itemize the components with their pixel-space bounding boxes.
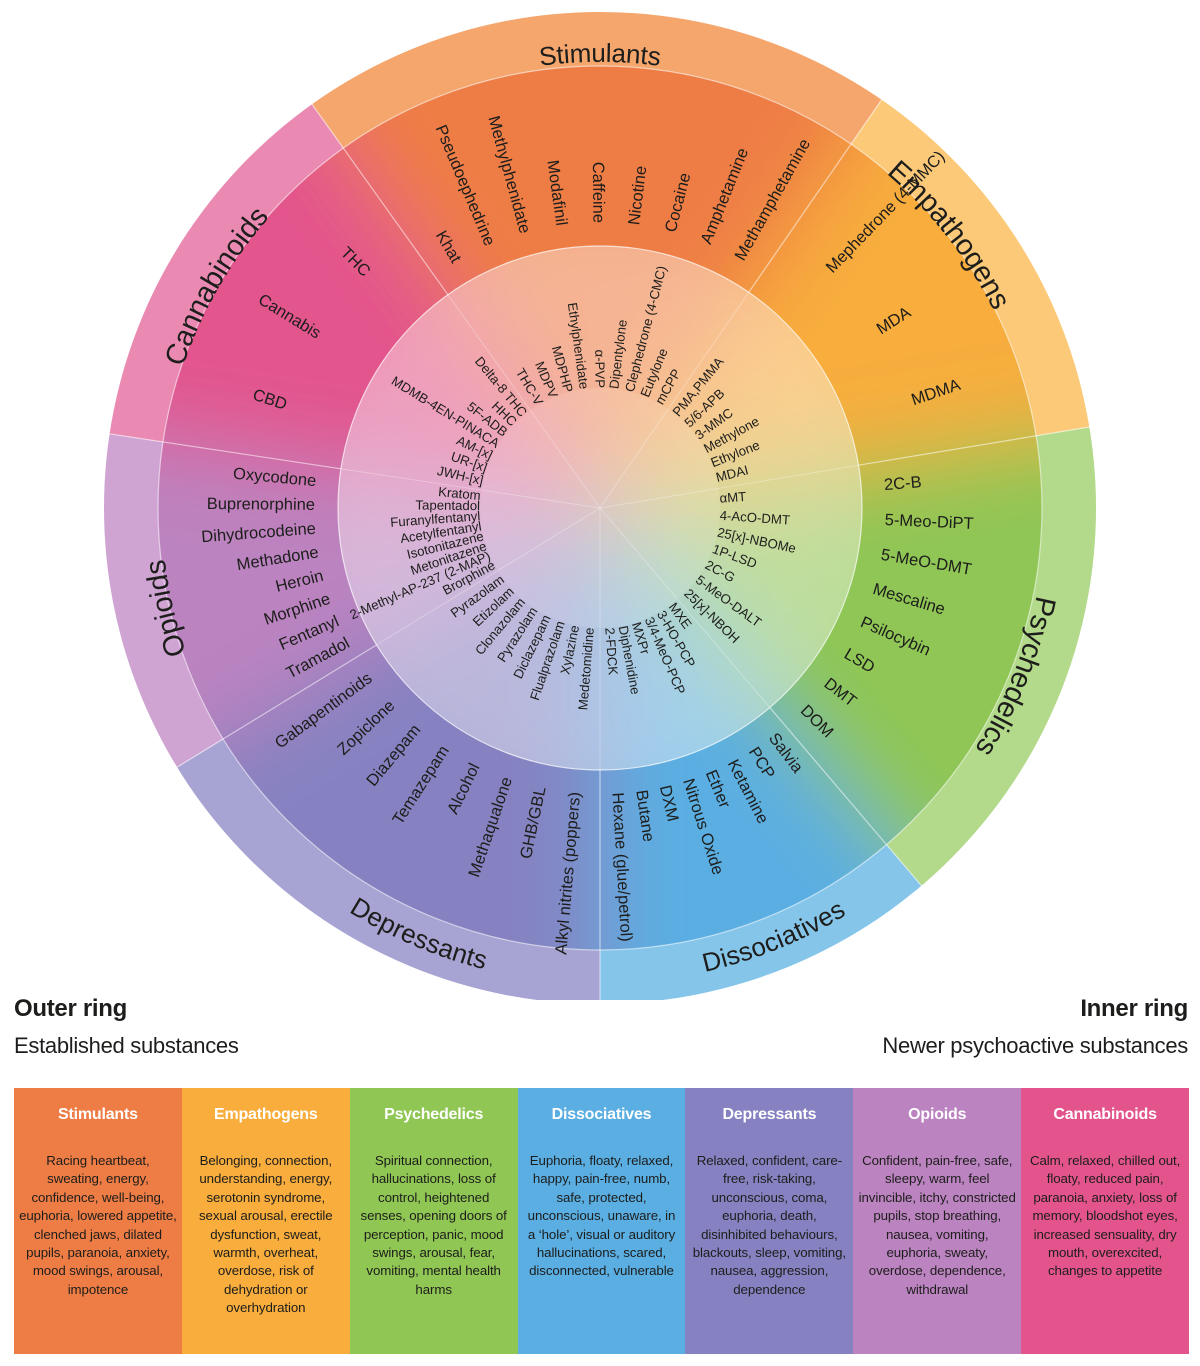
segment-divider <box>176 644 377 768</box>
established-substance: 5-Meo-DiPT <box>884 511 974 533</box>
segment-divider <box>311 103 449 296</box>
card-description: Racing heartbeat, sweating, energy, conf… <box>19 1153 177 1297</box>
card-description: Relaxed, confident, care-free, risk-taki… <box>692 1153 846 1297</box>
segment-dividers <box>109 65 1090 1000</box>
effects-legend: Stimulants Racing heartbeat, sweating, e… <box>14 1088 1190 1354</box>
card-description: Confident, pain-free, safe, sleepy, warm… <box>858 1153 1016 1297</box>
inner-divider <box>376 507 601 646</box>
segment-divider <box>858 426 1090 466</box>
inner-ring-legend: Inner ring Newer psychoactive substances <box>882 995 1188 1059</box>
inner-ring-title: Inner ring <box>1080 995 1188 1022</box>
newer-substance: Kratom <box>438 484 482 503</box>
inner-segment-dissociatives <box>600 508 829 770</box>
card-title: Stimulants <box>58 1106 138 1123</box>
inner-divider <box>447 294 601 509</box>
newer-substance: α-PVP <box>592 350 607 389</box>
category-label-stimulants: Stimulants <box>537 38 662 72</box>
outer-ring-subtitle: Established substances <box>14 1033 239 1058</box>
established-substance: Caffeine <box>589 162 607 223</box>
newer-substance: 4-AcO-DMT <box>719 508 790 528</box>
card-description: Belonging, connection, understanding, en… <box>198 1153 333 1316</box>
card-title: Psychedelics <box>384 1106 484 1123</box>
inner-divider <box>599 292 750 509</box>
effects-card-depressants: Depressants Relaxed, confident, care-fre… <box>685 1088 854 1354</box>
newer-substance: Tapentadol <box>415 497 480 513</box>
effects-card-stimulants: Stimulants Racing heartbeat, sweating, e… <box>14 1088 182 1354</box>
outer-ring-title: Outer ring <box>14 995 128 1022</box>
card-description: Spiritual connection, hallucinations, lo… <box>360 1153 507 1297</box>
inner-segment-psychedelics <box>600 450 862 770</box>
segment-divider <box>109 433 342 470</box>
effects-card-opioids: Opioids Confident, pain-free, safe, slee… <box>853 1088 1022 1354</box>
inner-divider <box>599 507 771 708</box>
newer-substance: Furanylfentanyl <box>390 508 481 530</box>
card-title: Depressants <box>722 1106 817 1123</box>
outer-ring-legend: Outer ring Established substances <box>14 995 239 1059</box>
effects-card-dissociatives: Dissociatives Euphoria, floaty, relaxed,… <box>517 1088 686 1354</box>
effects-card-empathogens: Empathogens Belonging, connection, under… <box>181 1088 350 1354</box>
newer-substance: Medetomidine <box>575 627 597 711</box>
inner-divider <box>599 464 859 509</box>
inner-ring-subtitle: Newer psychoactive substances <box>882 1033 1188 1058</box>
card-description: Calm, relaxed, chilled out, floaty, redu… <box>1029 1153 1181 1279</box>
card-description: Euphoria, floaty, relaxed, happy, pain-f… <box>527 1153 676 1279</box>
card-title: Dissociatives <box>551 1106 652 1123</box>
inner-segment-opioids <box>338 455 600 692</box>
inner-ring-center <box>480 388 720 628</box>
category-label-stimulants-text: Stimulants <box>537 38 662 72</box>
substance-wheel: StimulantsKhatPseudoephedrineMethylpheni… <box>104 12 1096 1000</box>
effects-card-cannabinoids: Cannabinoids Calm, relaxed, chilled out,… <box>1021 1088 1190 1354</box>
segment-divider <box>748 99 883 293</box>
established-substance: Buprenorphine <box>207 495 315 514</box>
segment-divider <box>769 707 922 887</box>
card-title: Cannabinoids <box>1053 1106 1157 1123</box>
card-title: Empathogens <box>213 1106 318 1123</box>
inner-segment-stimulants <box>395 246 800 508</box>
newer-substance: 2-FDCK <box>602 627 620 676</box>
inner-segment-depressants <box>338 508 600 770</box>
card-title: Opioids <box>908 1106 967 1123</box>
established-substance: 2C-B <box>883 473 922 494</box>
inner-divider <box>340 468 601 509</box>
newer-substance: αMT <box>719 489 747 506</box>
effects-card-psychedelics: Psychedelics Spiritual connection, hallu… <box>349 1088 518 1354</box>
